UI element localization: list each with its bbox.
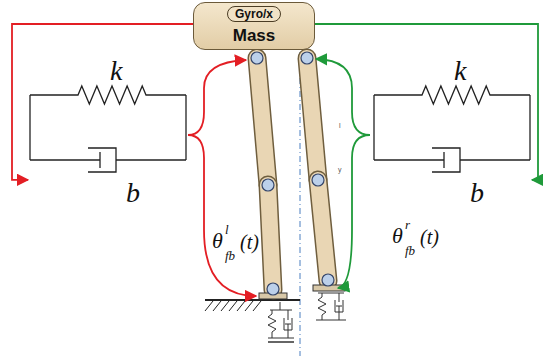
- feedback-arrow: [315, 24, 538, 180]
- feedback-bracket: [188, 60, 246, 135]
- angle-symbol: r: [405, 218, 410, 231]
- axis-letter: y: [338, 166, 342, 173]
- feedback-arrow: [12, 24, 193, 180]
- axis-letter: l: [339, 122, 341, 129]
- spring-constant: k: [454, 57, 466, 85]
- feedback-bracket: [338, 135, 370, 288]
- spring-damper: kb: [28, 55, 188, 215]
- feedback-bracket: [188, 135, 256, 296]
- angle-symbol: θ: [212, 230, 223, 252]
- mass-body: Gyro/xMass: [193, 2, 315, 50]
- body-label: Mass: [194, 27, 314, 44]
- foot-spring-damper: [268, 302, 294, 342]
- ground: [205, 300, 300, 311]
- angle-symbol: θ: [392, 225, 403, 247]
- spring-damper-symbol: [372, 55, 532, 215]
- spring-damper: kb: [372, 55, 532, 215]
- spring-damper-symbol: [28, 55, 188, 215]
- damping-constant: b: [470, 179, 484, 207]
- sensor-label: Gyro/x: [235, 8, 273, 20]
- angle-symbol: (t): [420, 227, 439, 247]
- spring-constant: k: [110, 57, 122, 85]
- angle-symbol: l: [225, 223, 229, 236]
- feedback-bracket: [316, 59, 370, 135]
- foot-spring-damper: [316, 293, 346, 320]
- center-line: [300, 52, 301, 356]
- damping-constant: b: [126, 179, 140, 207]
- joint: [251, 52, 334, 295]
- angle-symbol: fb: [405, 244, 415, 257]
- angle-symbol: fb: [225, 249, 235, 262]
- robot-leg: [307, 58, 328, 281]
- robot-leg: [257, 58, 273, 290]
- gyro-sensor: Gyro/x: [227, 6, 281, 22]
- angle-symbol: (t): [240, 232, 259, 252]
